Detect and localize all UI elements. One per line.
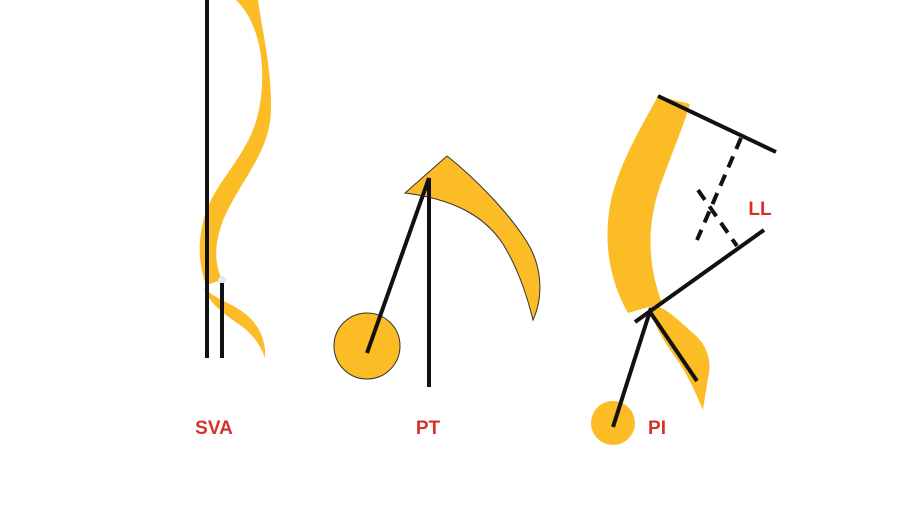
- sva-label: SVA: [195, 418, 233, 439]
- ll-dashed-line-upper: [695, 137, 743, 241]
- sva-panel: SVA: [195, 0, 272, 439]
- pi-perpendicular-line: [648, 310, 699, 383]
- sva-sacrum: [204, 288, 266, 358]
- pi-femoral-axis-line: [611, 307, 653, 428]
- pi-sacral-endplate-line: [633, 228, 766, 324]
- ll-label: LL: [748, 199, 772, 220]
- pi-upper-endplate-line: [657, 94, 777, 154]
- pt-sacrum: [403, 155, 541, 322]
- pi-lumbar-spine: [607, 96, 690, 313]
- ll-dashed-line-lower: [696, 188, 739, 248]
- sva-spine-curve: [199, 0, 272, 285]
- pi-label: PI: [648, 418, 666, 439]
- pt-label: PT: [416, 418, 441, 439]
- pi-panel: LL PI: [591, 94, 777, 445]
- pt-tilt-line: [365, 177, 431, 354]
- sva-joint-marker: [218, 276, 226, 284]
- pt-panel: PT: [333, 155, 541, 439]
- pt-femoral-head: [333, 312, 401, 380]
